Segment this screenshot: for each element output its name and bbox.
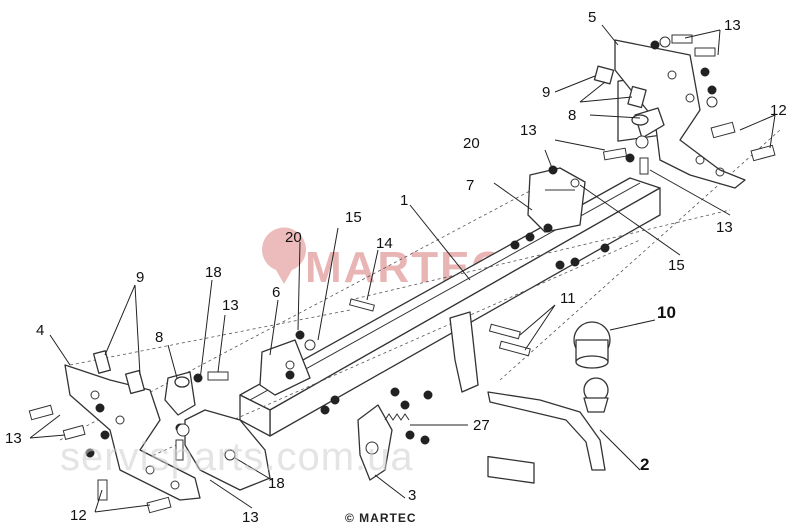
bolts <box>28 34 776 514</box>
callout-8: 8 <box>155 329 163 346</box>
spring <box>384 413 410 421</box>
callout-9: 9 <box>136 269 144 286</box>
callout-13: 13 <box>222 297 239 314</box>
callout-2: 2 <box>640 455 649 474</box>
callout-13: 13 <box>520 122 537 139</box>
callout-9: 9 <box>542 84 550 101</box>
callout-10: 10 <box>657 303 676 322</box>
mid-bracket-7 <box>527 167 586 233</box>
leader-lines <box>29 24 776 513</box>
callout-1: 1 <box>400 192 408 209</box>
callout-13: 13 <box>724 17 741 34</box>
mid-bracket-6 <box>259 339 311 396</box>
callout-14: 14 <box>376 235 393 252</box>
center-gusset <box>449 311 479 393</box>
tow-ball <box>573 321 611 413</box>
left-clamp-plates <box>92 350 145 395</box>
mounting-axes <box>59 129 781 471</box>
copyright-text: © MARTEC <box>345 511 417 525</box>
url-watermark: servisparts.com.ua <box>60 435 414 479</box>
callout-6: 6 <box>272 284 280 301</box>
callout-4: 4 <box>36 322 44 339</box>
callout-11: 11 <box>560 290 576 307</box>
callout-13: 13 <box>716 219 733 236</box>
callout-20: 20 <box>463 135 480 152</box>
callout-12: 12 <box>770 102 787 119</box>
nuts-washers <box>85 36 718 458</box>
pin-icon <box>261 227 306 284</box>
callout-13: 13 <box>5 430 22 447</box>
callout-13: 13 <box>242 509 259 526</box>
callout-18: 18 <box>205 264 222 281</box>
tow-neck <box>487 391 606 484</box>
callout-18: 18 <box>268 475 285 492</box>
callout-15: 15 <box>345 209 362 226</box>
callout-5: 5 <box>588 9 596 26</box>
left-spacer <box>164 371 196 416</box>
right-clamp-plates <box>593 65 647 109</box>
callout-7: 7 <box>466 177 474 194</box>
side-plate-18 <box>184 409 271 491</box>
callout-8: 8 <box>568 107 576 124</box>
callout-12: 12 <box>70 507 87 524</box>
callout-3: 3 <box>408 487 416 504</box>
callout-20: 20 <box>285 229 302 246</box>
callout-labels: 5 13 9 8 12 13 20 7 1 13 15 20 15 14 9 1… <box>5 9 787 526</box>
callout-27: 27 <box>473 417 490 434</box>
socket-plate <box>357 404 393 481</box>
callout-15: 15 <box>668 257 685 274</box>
